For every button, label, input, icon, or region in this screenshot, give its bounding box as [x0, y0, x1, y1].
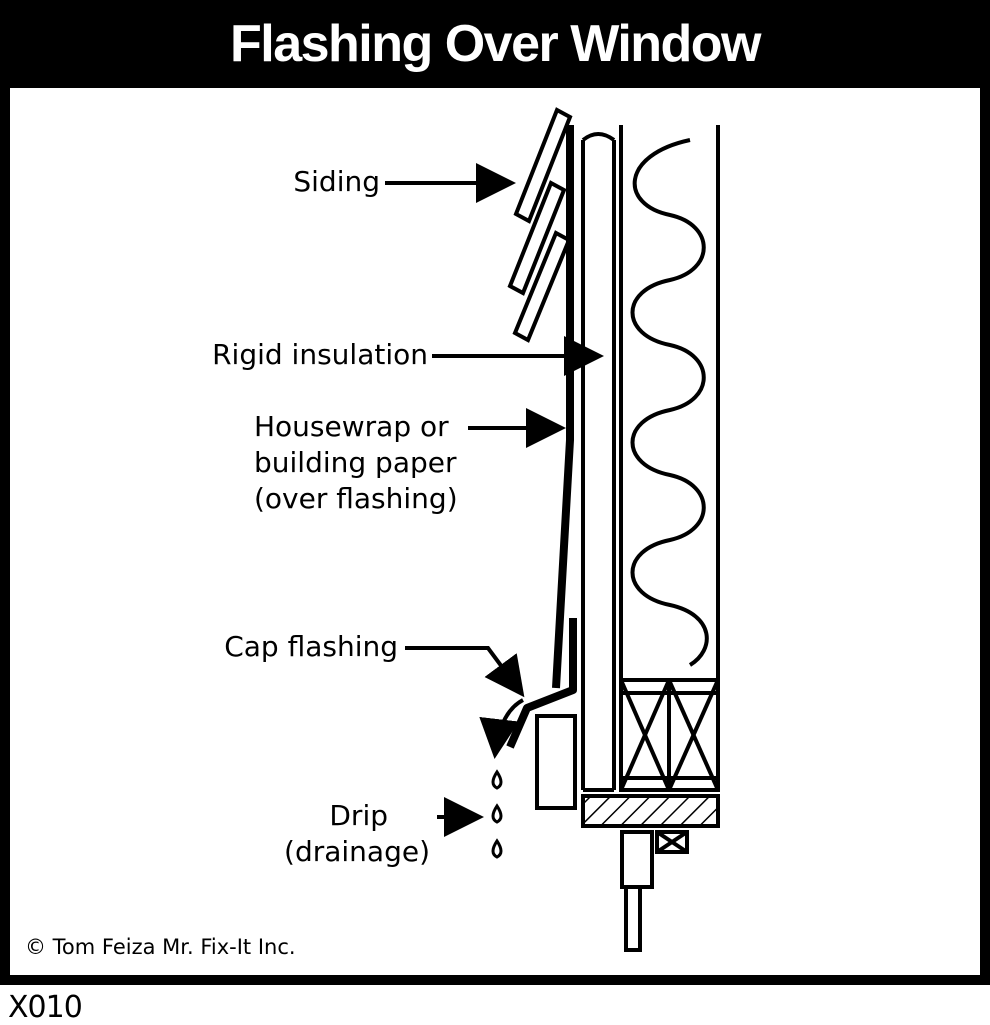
diagram-title: Flashing Over Window: [229, 15, 762, 73]
drip-label-line2: (drainage): [284, 835, 430, 868]
trim-block: [535, 714, 577, 810]
rigid-insulation-board: [581, 132, 616, 792]
diagram-code: X010: [8, 990, 83, 1025]
siding-label: Siding: [293, 165, 380, 198]
drawing-panel: [10, 88, 980, 975]
siding-boards: [507, 107, 573, 343]
housewrap-label-line2: building paper: [254, 446, 457, 479]
drip-curve-arrow: [479, 698, 525, 759]
callout-arrows: [385, 163, 604, 837]
window-frame: [620, 830, 689, 952]
batt-insulation: [630, 138, 709, 667]
housewrap-line: [552, 125, 574, 689]
rigid-insulation-label: Rigid insulation: [212, 338, 428, 371]
cap-flashing-arrow: [405, 646, 525, 698]
drip-label-line1: Drip: [329, 799, 388, 832]
housewrap-label-line1: Housewrap or: [254, 410, 449, 443]
copyright-text: © Tom Feiza Mr. Fix-It Inc.: [25, 935, 296, 959]
head-jamb: [581, 794, 720, 828]
water-drops: [491, 769, 503, 859]
housewrap-label-line3: (over flashing): [254, 482, 458, 515]
cap-flashing-label: Cap flashing: [224, 630, 398, 663]
window-header: [619, 678, 720, 792]
